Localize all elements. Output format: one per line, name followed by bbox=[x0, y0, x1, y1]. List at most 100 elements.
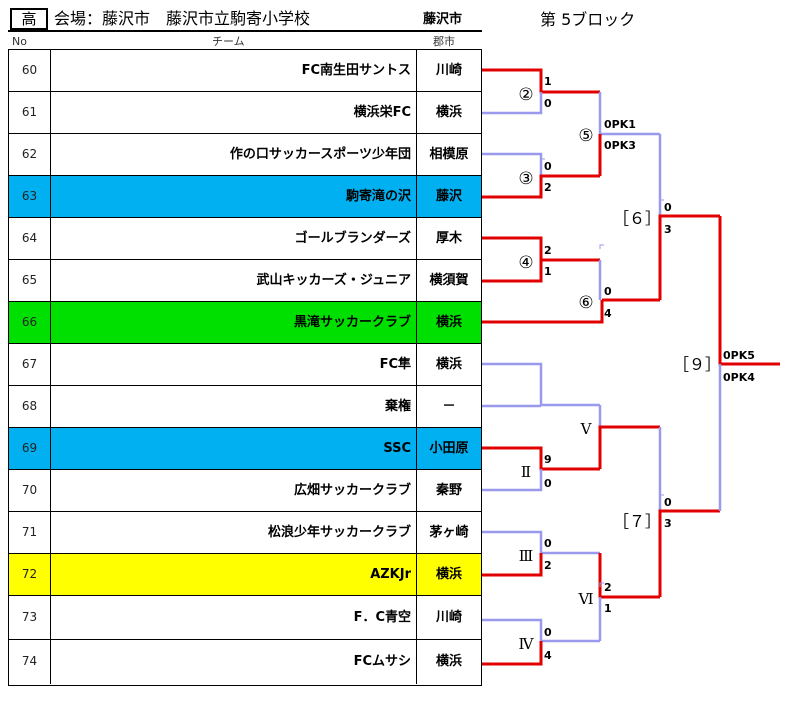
team-no: 66 bbox=[9, 302, 51, 343]
team-name: FCムサシ bbox=[51, 640, 417, 684]
match-label: ［７］ bbox=[613, 512, 661, 531]
match-score: 1 bbox=[604, 602, 612, 615]
bracket-line bbox=[482, 236, 600, 262]
bracket-line bbox=[658, 509, 720, 597]
bracket-line bbox=[482, 300, 604, 324]
team-no: 64 bbox=[9, 218, 51, 259]
match-label: ［９］ bbox=[673, 355, 721, 374]
team-no: 63 bbox=[9, 176, 51, 217]
bracket-line bbox=[718, 216, 780, 366]
match-score: 9 bbox=[544, 453, 552, 466]
venue-title: 会場：藤沢市 藤沢市立駒寄小学校 bbox=[54, 9, 311, 28]
team-no: 67 bbox=[9, 344, 51, 385]
team-city: 藤沢 bbox=[435, 189, 462, 204]
team-name: 松浪少年サッカークラブ bbox=[51, 512, 417, 553]
team-name: 黒滝サッカークラブ bbox=[51, 302, 417, 343]
team-city: 相模原 bbox=[429, 147, 469, 162]
bracket-line bbox=[598, 425, 660, 469]
team-city: 川崎 bbox=[435, 63, 462, 78]
team-no: 62 bbox=[9, 134, 51, 175]
team-name: FC南生田サントス bbox=[51, 50, 417, 91]
team-name: 棄権 bbox=[51, 386, 417, 427]
team-no: 68 bbox=[9, 386, 51, 427]
match-label: Ⅵ bbox=[577, 590, 593, 608]
match-label: ［６］ bbox=[613, 209, 661, 228]
match-score: 0PK3 bbox=[604, 139, 636, 152]
team-no: 73 bbox=[9, 596, 51, 639]
match-score: 2 bbox=[544, 559, 552, 572]
bracket-line bbox=[482, 260, 543, 283]
team-no: 72 bbox=[9, 554, 51, 595]
match-score: 0PK5 bbox=[723, 349, 755, 362]
match-score: 1 bbox=[544, 75, 552, 88]
match-label: ⑥ bbox=[578, 293, 593, 313]
match-score: 0 bbox=[544, 97, 552, 110]
team-no: 74 bbox=[9, 640, 51, 684]
team-city: 横浜 bbox=[435, 567, 462, 582]
team-name: 武山キッカーズ・ジュニア bbox=[51, 260, 417, 301]
col-header-team: チーム bbox=[212, 35, 245, 48]
match-score: 4 bbox=[604, 307, 612, 320]
team-name: 駒寄滝の沢 bbox=[51, 176, 417, 217]
match-score: 4 bbox=[544, 649, 552, 662]
bracket-line bbox=[482, 530, 600, 555]
team-city: 小田原 bbox=[429, 441, 469, 456]
match-score: 0PK4 bbox=[723, 371, 755, 384]
match-score: 2 bbox=[604, 581, 612, 594]
team-city: 横浜 bbox=[435, 315, 462, 330]
match-score: 1 bbox=[544, 265, 552, 278]
bracket-line bbox=[658, 214, 720, 300]
division-badge: 高 bbox=[10, 8, 48, 30]
bracket-tick bbox=[540, 158, 545, 163]
team-name: 作の口サッカースポーツ少年団 bbox=[51, 134, 417, 175]
bracket-line bbox=[482, 92, 543, 115]
match-score: 0 bbox=[544, 537, 552, 550]
team-no: 60 bbox=[9, 50, 51, 91]
match-label: ③ bbox=[518, 169, 533, 189]
match-score: 2 bbox=[544, 244, 552, 257]
match-score: 0PK1 bbox=[604, 118, 636, 131]
team-city: 秦野 bbox=[435, 483, 462, 498]
team-city: 横浜 bbox=[435, 105, 462, 120]
bracket-line bbox=[482, 174, 600, 199]
match-score: 3 bbox=[664, 223, 672, 236]
team-name: SSC bbox=[51, 428, 417, 469]
match-label: Ⅱ bbox=[521, 463, 531, 481]
col-header-city: 郡市 bbox=[433, 35, 455, 48]
bracket-tick bbox=[659, 494, 664, 499]
team-name: ゴールブランダーズ bbox=[51, 218, 417, 259]
header-rule bbox=[8, 30, 482, 32]
col-header-no: No bbox=[12, 35, 27, 48]
team-city: 厚木 bbox=[435, 231, 462, 246]
match-score: 0 bbox=[544, 160, 552, 173]
block-label: 第 5ブロック bbox=[540, 10, 636, 29]
team-city: 横浜 bbox=[435, 357, 462, 372]
match-score: 0 bbox=[604, 285, 612, 298]
match-score: 0 bbox=[544, 477, 552, 490]
team-no: 61 bbox=[9, 92, 51, 133]
match-label: Ⅳ bbox=[519, 635, 535, 653]
bracket-line bbox=[482, 618, 600, 643]
match-label: ⑤ bbox=[578, 126, 593, 146]
bracket-tick bbox=[599, 244, 604, 249]
team-city: － bbox=[442, 399, 456, 414]
team-city: 横浜 bbox=[435, 654, 462, 669]
host-city: 藤沢市 bbox=[423, 12, 463, 27]
team-no: 70 bbox=[9, 470, 51, 511]
match-score: 0 bbox=[544, 626, 552, 639]
bracket-tick bbox=[659, 199, 664, 204]
bracket-tick bbox=[599, 582, 604, 587]
